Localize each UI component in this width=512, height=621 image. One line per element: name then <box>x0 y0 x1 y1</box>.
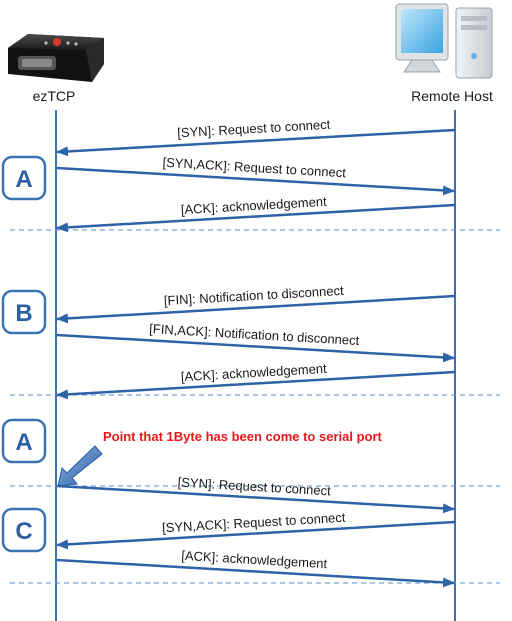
message-arrow <box>56 203 456 233</box>
computer-icon <box>395 3 493 79</box>
message-arrow <box>56 333 455 363</box>
left-host-label: ezTCP <box>33 88 76 104</box>
svg-text:A: A <box>15 429 32 456</box>
message-label: [SYN,ACK]: Request to connect <box>162 510 346 536</box>
message-label: [FIN,ACK]: Notification to disconnect <box>149 321 360 348</box>
message-arrow <box>56 166 455 196</box>
section-badge: C <box>1 507 47 553</box>
message-arrow <box>56 128 456 157</box>
message-arrow <box>56 520 456 550</box>
section-badge: A <box>1 155 47 201</box>
message-label: [SYN]: Request to connect <box>177 117 331 141</box>
message-arrow <box>56 370 456 400</box>
pointer-arrow-icon <box>57 445 103 487</box>
section-badge: A <box>1 418 47 464</box>
svg-text:A: A <box>15 166 32 193</box>
right-host-label: Remote Host <box>411 88 493 104</box>
svg-text:C: C <box>15 518 32 545</box>
message-arrow <box>56 484 455 514</box>
section-badge: B <box>1 289 47 335</box>
device-icon <box>8 34 104 82</box>
note-text: Point that 1Byte has been come to serial… <box>103 429 383 444</box>
svg-text:B: B <box>15 300 32 327</box>
message-arrow <box>56 558 455 588</box>
message-arrow <box>56 294 456 324</box>
